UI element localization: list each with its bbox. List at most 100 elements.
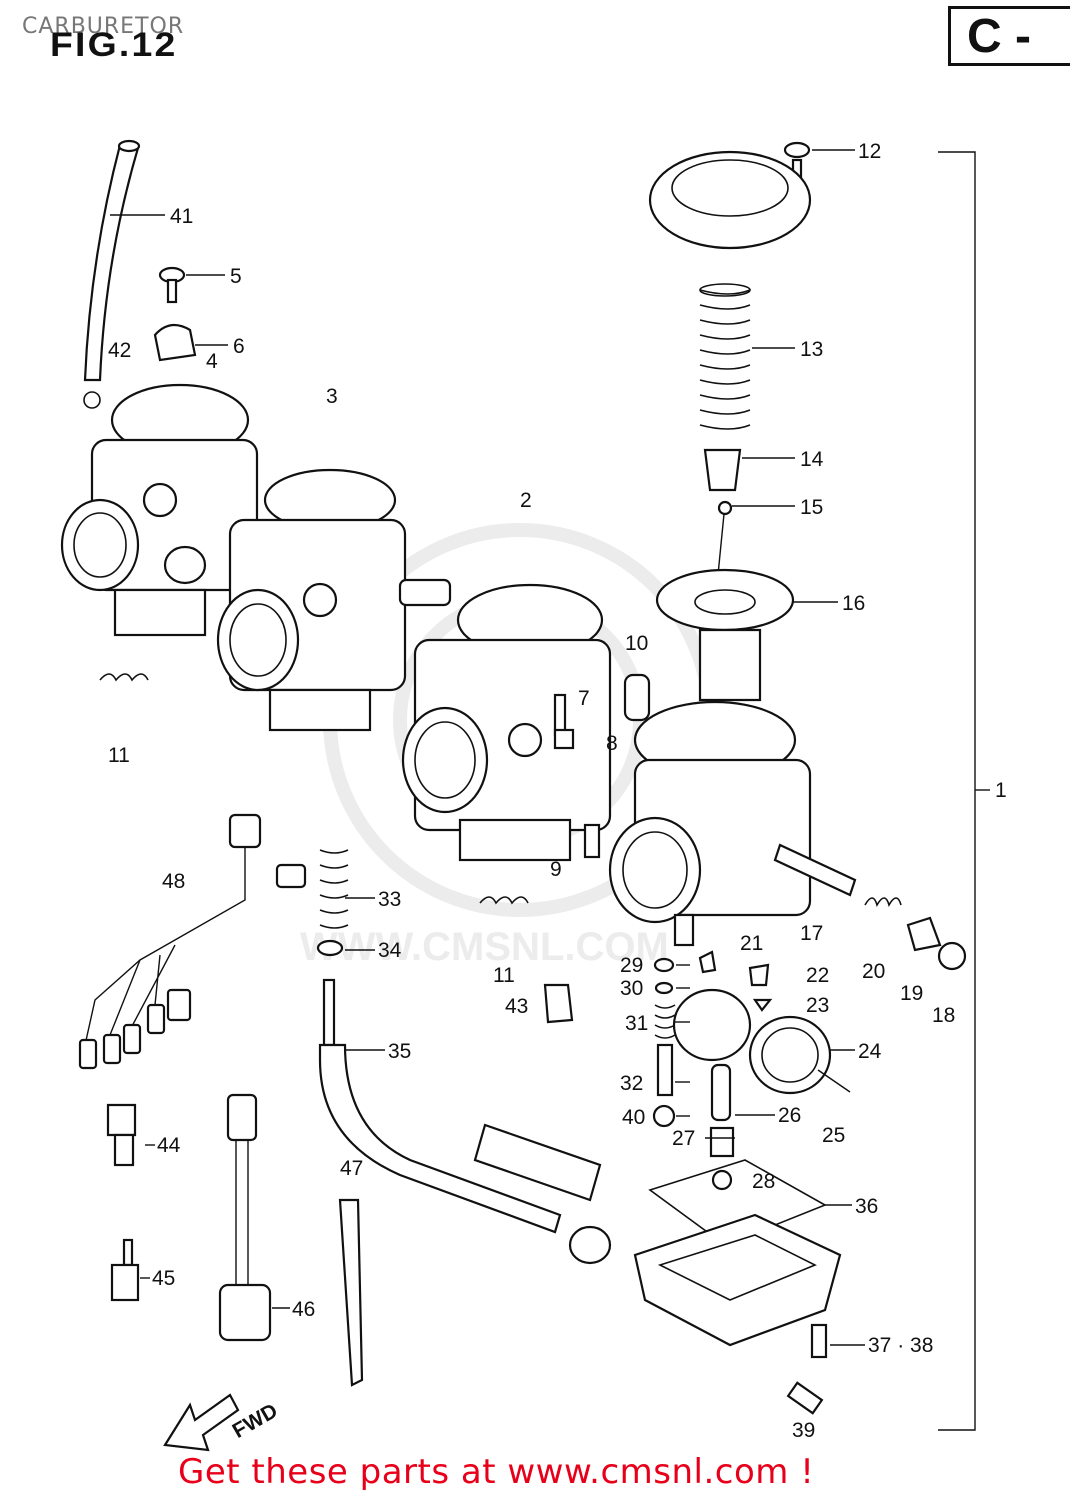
callout-35: 35 <box>388 1040 411 1063</box>
callout-6: 6 <box>233 335 245 358</box>
oring-40 <box>652 1104 676 1128</box>
spring-13 <box>699 283 751 430</box>
callout-40: 40 <box>622 1106 645 1129</box>
screw-37-38 <box>810 1323 828 1359</box>
fuel-hose <box>83 139 141 382</box>
cover-24 <box>672 988 832 1095</box>
wiring-harness-48 <box>78 813 307 1070</box>
screw-32 <box>656 1043 674 1097</box>
carburetor-2 <box>401 583 612 862</box>
callout-45: 45 <box>152 1267 175 1290</box>
callout-24: 24 <box>858 1040 882 1063</box>
bolt-35-shaft <box>322 978 336 1047</box>
needle-seat-14 <box>703 448 742 492</box>
callout-46: 46 <box>292 1298 315 1321</box>
assembly-bracket <box>938 151 990 1431</box>
page-title: CARBURETOR <box>22 14 185 39</box>
callout-9: 9 <box>550 858 562 881</box>
callout-3: 3 <box>326 385 338 408</box>
throttle-shaft <box>318 1043 612 1265</box>
jet-27 <box>709 1126 735 1158</box>
leader-lines <box>110 149 865 1346</box>
clamp-band-47 <box>338 1198 364 1387</box>
forward-arrow <box>163 1393 240 1452</box>
callout-44: 44 <box>157 1134 181 1157</box>
spring-11-b <box>479 896 529 905</box>
diaphragm-16 <box>655 568 795 702</box>
callout-32: 32 <box>620 1072 643 1095</box>
spring-33 <box>319 849 349 929</box>
callout-39: 39 <box>792 1419 815 1442</box>
callout-19: 19 <box>900 982 923 1005</box>
callout-15: 15 <box>800 496 823 519</box>
callout-27: 27 <box>672 1127 695 1150</box>
callout-28: 28 <box>752 1170 775 1193</box>
plug-19 <box>906 916 942 952</box>
callout-30: 30 <box>620 977 643 1000</box>
carburetor-3 <box>216 468 452 732</box>
callout-7: 7 <box>578 687 590 710</box>
screw-39 <box>786 1381 824 1415</box>
callout-41: 41 <box>170 205 193 228</box>
callout-14: 14 <box>800 448 824 471</box>
callout-34: 34 <box>378 939 402 962</box>
callout-31: 31 <box>625 1012 648 1035</box>
top-cover <box>648 141 812 250</box>
oring-23 <box>752 998 773 1012</box>
sensor-45 <box>110 1238 140 1302</box>
cmsnl-parts-link[interactable]: Get these parts at www.cmsnl.com ! <box>178 1452 815 1492</box>
callout-11-b: 11 <box>493 964 515 987</box>
callout-18: 18 <box>932 1004 955 1027</box>
callout-43: 43 <box>505 995 528 1018</box>
callout-25: 25 <box>822 1124 845 1147</box>
washer-29 <box>653 957 675 973</box>
tube-26 <box>710 1063 732 1122</box>
part-21 <box>698 950 717 974</box>
callout-20: 20 <box>862 960 885 983</box>
cap-6 <box>153 323 197 362</box>
section-code-box: C - <box>948 6 1070 66</box>
callout-36: 36 <box>855 1195 878 1218</box>
callout-4: 4 <box>206 350 218 373</box>
heater-46 <box>218 1093 272 1342</box>
jet-needle-15 <box>715 500 733 596</box>
callout-33: 33 <box>378 888 401 911</box>
washer-34 <box>316 939 344 957</box>
cap-18 <box>937 941 967 971</box>
callout-37-38: 37 · 38 <box>868 1334 933 1357</box>
callout-13: 13 <box>800 338 823 361</box>
part-43 <box>543 983 574 1024</box>
callout-labels: 1 2 3 4 5 6 7 8 9 10 11 11 11 12 13 14 1… <box>108 140 1007 1443</box>
callout-21: 21 <box>740 932 763 955</box>
callout-42: 42 <box>108 339 131 362</box>
callout-5: 5 <box>230 265 242 288</box>
callout-26: 26 <box>778 1104 801 1127</box>
callout-22: 22 <box>806 964 829 987</box>
sensor-44 <box>106 1103 137 1167</box>
callout-11-a: 11 <box>108 744 130 767</box>
callout-17: 17 <box>800 922 823 945</box>
callout-1: 1 <box>995 779 1007 802</box>
clip-42 <box>83 391 101 409</box>
carburetor-4 <box>60 383 259 637</box>
pin-25 <box>817 1069 851 1093</box>
spring-11-a <box>99 673 149 682</box>
washer-30 <box>654 981 674 995</box>
callout-29: 29 <box>620 954 643 977</box>
callout-10: 10 <box>625 632 648 655</box>
watermark-text: WWW.CMSNL.COM <box>300 925 669 969</box>
screw-5 <box>158 266 186 304</box>
part-28 <box>711 1169 733 1191</box>
figure-label: FIG.12 <box>50 26 178 64</box>
part-22 <box>748 963 770 987</box>
cap-10 <box>623 673 651 722</box>
callout-2: 2 <box>520 489 532 512</box>
callout-48: 48 <box>162 870 185 893</box>
carburetor-body <box>608 700 857 947</box>
spring-31 <box>654 1004 676 1039</box>
spring-20 <box>864 897 902 908</box>
callout-16: 16 <box>842 592 865 615</box>
float-bowl <box>633 1213 842 1347</box>
callout-12: 12 <box>858 140 881 163</box>
